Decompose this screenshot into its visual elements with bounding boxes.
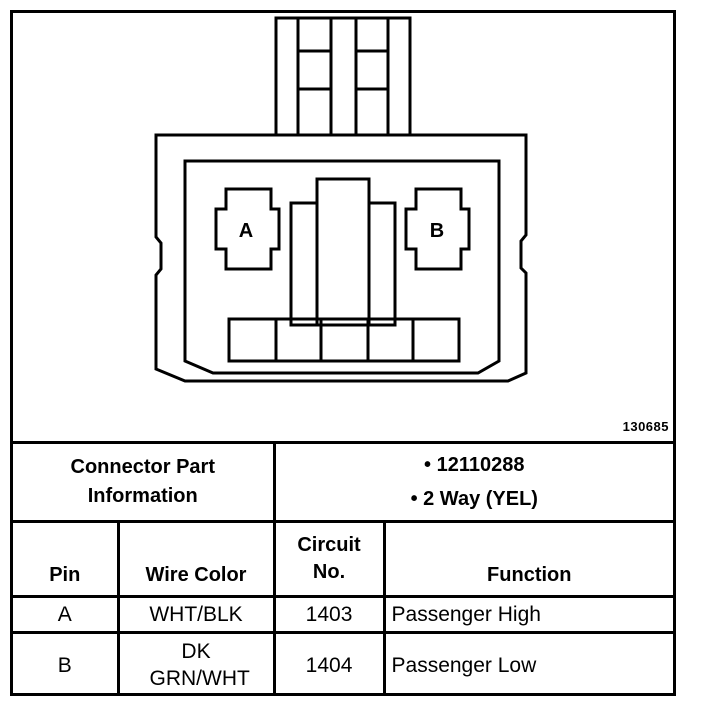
connector-sheet: A B 130685 Connector Part Information • …	[10, 10, 676, 696]
connector-table: Connector Part Information • 12110288 • …	[13, 441, 674, 696]
cell-circuit: 1404	[272, 631, 386, 696]
table-header-row: Pin Wire Color Circuit No. Function	[13, 520, 674, 598]
table-row: A WHT/BLK 1403 Passenger High	[13, 595, 674, 634]
connector-info-row: Connector Part Information • 12110288 • …	[13, 441, 674, 523]
connector-drawing: A B	[154, 16, 528, 383]
header-pin: Pin	[13, 520, 120, 598]
table-row: B DK GRN/WHT 1404 Passenger Low	[13, 631, 674, 696]
connector-diagram: A B 130685	[13, 13, 673, 441]
header-wire-color: Wire Color	[116, 520, 276, 598]
latch-outer	[274, 16, 412, 137]
cell-wire-color: DK GRN/WHT	[116, 631, 276, 696]
pin-label-a: A	[239, 220, 253, 242]
figure-number: 130685	[622, 419, 669, 434]
bottom-rail	[227, 317, 461, 363]
header-circuit: Circuit No.	[272, 520, 386, 598]
connector-part-label: Connector Part Information	[13, 441, 276, 523]
cavity-a	[214, 187, 281, 271]
cell-circuit: 1403	[272, 595, 386, 634]
housing-inner	[183, 159, 501, 375]
cell-pin: B	[13, 631, 120, 696]
cell-function: Passenger Low	[382, 631, 674, 696]
connector-part-bullets: • 12110288 • 2 Way (YEL)	[272, 441, 674, 523]
cell-wire-color: WHT/BLK	[116, 595, 276, 634]
cavity-b	[404, 187, 471, 271]
housing-outer	[154, 133, 528, 383]
pin-label-b: B	[430, 220, 444, 242]
bullet-connector-type: • 2 Way (YEL)	[410, 488, 538, 510]
center-post	[315, 177, 371, 327]
cell-pin: A	[13, 595, 120, 634]
cell-function: Passenger High	[382, 595, 674, 634]
header-function: Function	[382, 520, 674, 598]
bullet-part-number: • 12110288	[424, 454, 525, 476]
